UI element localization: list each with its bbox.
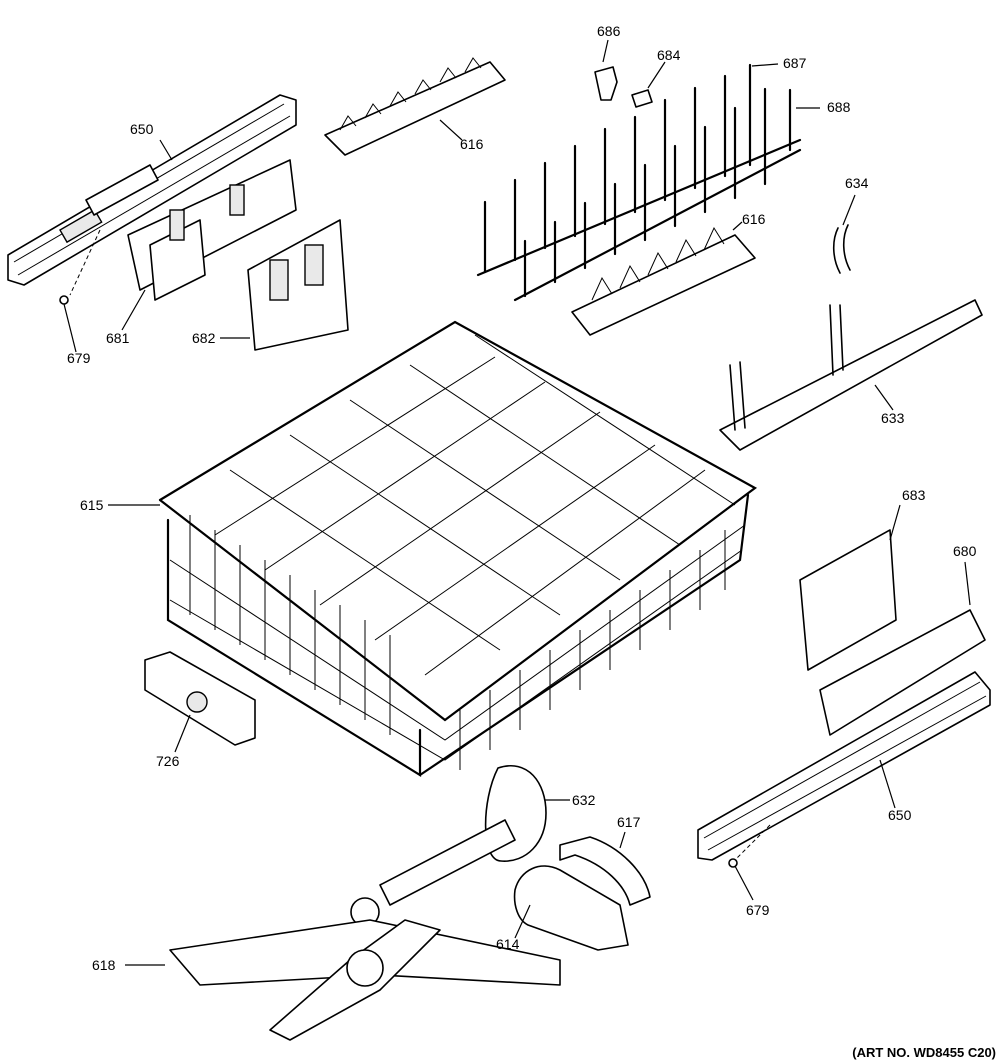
slide-rail-lower-right	[697, 671, 991, 861]
clip-686	[594, 66, 618, 101]
water-conduit-632	[350, 765, 547, 927]
callout-615: 615	[80, 497, 104, 513]
stop-clip-left	[59, 295, 69, 305]
tube-617	[559, 836, 651, 906]
callout-616-middle: 616	[742, 211, 766, 227]
callout-618: 618	[92, 957, 116, 973]
spray-manifold-633	[719, 299, 983, 451]
callout-633: 633	[881, 410, 905, 426]
spray-arm-618	[169, 919, 561, 1041]
callout-650-left: 650	[130, 121, 154, 137]
clip-684	[631, 89, 653, 108]
callout-632: 632	[572, 792, 596, 808]
callout-680: 680	[953, 543, 977, 559]
tine-row-middle	[571, 226, 756, 336]
callout-688: 688	[827, 99, 851, 115]
callout-686: 686	[597, 23, 621, 39]
callout-726: 726	[156, 753, 180, 769]
spray-tube-634	[832, 224, 851, 274]
callout-leaders	[63, 39, 971, 966]
callout-679-right: 679	[746, 902, 770, 918]
callout-614: 614	[496, 936, 520, 952]
art-number: (ART NO. WD8455 C20)	[852, 1045, 996, 1060]
fold-down-tines	[476, 63, 802, 302]
dish-rack-basket	[158, 320, 758, 777]
callout-683: 683	[902, 487, 926, 503]
callout-684: 684	[657, 47, 681, 63]
callout-634: 634	[845, 175, 869, 191]
stop-clip-right	[728, 858, 738, 868]
callout-616-upper: 616	[460, 136, 484, 152]
callout-682: 682	[192, 330, 216, 346]
duct-614	[513, 865, 629, 951]
rack-adjuster-right	[819, 609, 986, 736]
slide-rail-upper-left	[7, 94, 297, 296]
callout-679-left: 679	[67, 350, 91, 366]
callout-687: 687	[783, 55, 807, 71]
callout-650-right: 650	[888, 807, 912, 823]
rack-cover-726	[144, 651, 256, 746]
callout-681: 681	[106, 330, 130, 346]
rack-adjuster-cover-right	[799, 529, 897, 671]
rack-adjuster-bracket	[127, 159, 297, 301]
tine-row-upper	[324, 57, 506, 156]
rack-adjuster-cover	[247, 219, 349, 351]
callout-617: 617	[617, 814, 641, 830]
